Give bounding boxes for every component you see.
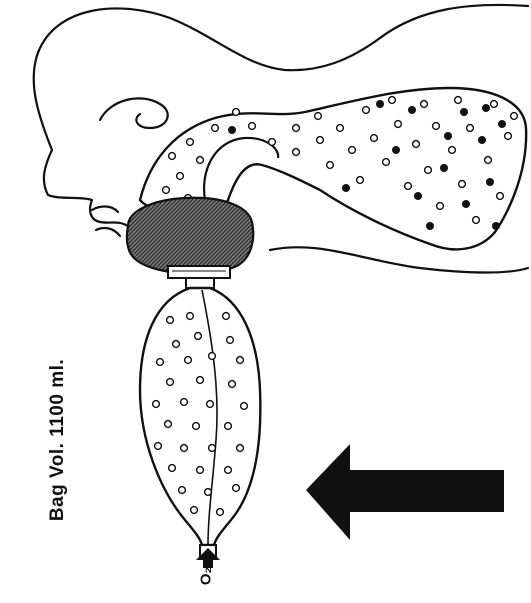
- large-left-arrow-icon: [306, 444, 504, 540]
- bag-volume-label: Bag Vol. 1100 ml.: [47, 359, 69, 521]
- face-mask: [127, 198, 253, 288]
- reservoir-bag: [140, 288, 260, 559]
- oxygen-inlet-label: O₂: [198, 567, 215, 585]
